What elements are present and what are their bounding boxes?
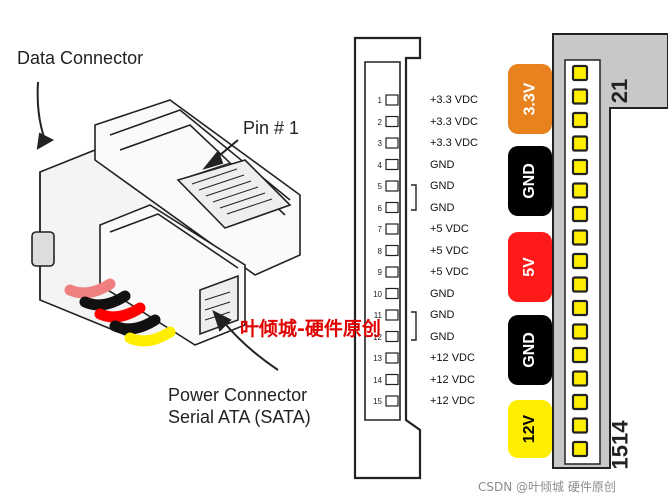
callout-arrows (36, 81, 279, 371)
voltage-badge: 3.3V (508, 64, 552, 134)
pin-label: GND (430, 330, 455, 343)
pin-number: 9 (377, 268, 382, 277)
right-connector-pins (571, 64, 589, 458)
watermark-text: 叶倾城-硬件原创 (240, 318, 381, 340)
connector-pin (571, 323, 589, 340)
voltage-badge-label: 12V (521, 414, 538, 444)
csdn-credit: CSDN @叶倾城 硬件原创 (478, 480, 616, 494)
pin-label: +3.3 VDC (430, 115, 478, 128)
power-wires (64, 278, 176, 347)
data-connector-label: Data Connector (17, 48, 144, 68)
connector-pin (571, 135, 589, 152)
pin-number: 4 (377, 160, 382, 170)
voltage-badge: 12V (508, 400, 552, 458)
pin-number: 8 (377, 246, 382, 256)
pin-box (385, 266, 399, 278)
pin-number: 1 (377, 96, 382, 105)
connector-pin (571, 393, 589, 411)
pin-box (385, 287, 399, 300)
pin-number: 7 (377, 225, 382, 234)
pin1-label: Pin # 1 (243, 118, 300, 138)
pin-number: 10 (373, 289, 382, 299)
pin-box (385, 352, 399, 364)
pin-box (385, 223, 399, 235)
sata-label: Serial ATA (SATA) (168, 407, 311, 427)
power-wire (79, 290, 131, 311)
pin-box (385, 244, 399, 257)
pin-box (385, 201, 399, 214)
pin-number: 11 (373, 311, 382, 320)
connector-pin (571, 276, 589, 293)
pin-label: GND (430, 180, 455, 192)
voltage-badge-label: GND (521, 163, 538, 199)
pin-label: +12 VDC (430, 352, 475, 364)
pin-label: +12 VDC (430, 395, 475, 407)
pin-label: +12 VDC (430, 373, 475, 386)
voltage-badge: GND (508, 146, 552, 216)
connector-pin (571, 346, 589, 364)
bottom-pin-number: 1514 (607, 420, 633, 470)
power-connector-label: Power Connector (168, 385, 308, 405)
top-pin-number-box: 21 (607, 70, 644, 110)
power-wire (64, 278, 116, 299)
pin-label: +5 VDC (430, 223, 469, 235)
connector-pin (571, 252, 589, 270)
top-pin-number: 21 (607, 78, 633, 104)
power-wire (109, 314, 161, 335)
pin-box (385, 115, 399, 128)
voltage-badge: 5V (508, 232, 552, 302)
pin-number: 14 (373, 375, 382, 385)
voltage-badge-label: 3.3V (520, 82, 538, 116)
voltage-badge-label: 5V (520, 257, 538, 277)
pin-label: +5 VDC (430, 244, 469, 257)
pin-box (385, 373, 399, 386)
pin-label: GND (430, 287, 455, 300)
pin-box (385, 180, 399, 192)
pin-label: +3.3 VDC (430, 137, 478, 149)
pin-number: 6 (377, 203, 382, 213)
pin-number: 3 (377, 139, 382, 148)
pin-number: 15 (373, 397, 382, 406)
pin-box (385, 94, 399, 106)
pin-label: +3.3 VDC (430, 94, 478, 106)
bottom-pin-number-box: 1514 (604, 410, 654, 480)
power-wire (94, 302, 146, 323)
pin-number: 2 (377, 117, 382, 127)
connector-pin (571, 299, 589, 317)
connector-pin (571, 229, 589, 246)
pinout-connector-outline (353, 36, 422, 480)
voltage-badge-label: GND (521, 332, 538, 368)
voltage-badge: GND (508, 315, 552, 385)
connector-pin (571, 158, 589, 176)
pin-number: 12 (373, 332, 382, 342)
pin-label: GND (430, 158, 455, 171)
connector-pin (571, 205, 589, 223)
connector-pin (571, 64, 589, 82)
pin-box (385, 395, 399, 407)
connector-pin (571, 111, 589, 129)
pin-number: 5 (377, 182, 382, 191)
pinout-pin-boxes (385, 94, 399, 407)
connector-pin (571, 440, 589, 458)
connector-pin (571, 88, 589, 105)
connector-pin (571, 417, 589, 434)
connector-pin (571, 182, 589, 199)
pin-number: 13 (373, 354, 382, 363)
connector-pin (571, 370, 589, 387)
pin-label: GND (430, 309, 455, 321)
power-wire (124, 326, 176, 347)
pin-box (385, 158, 399, 171)
pin-box (385, 330, 399, 343)
pin-box (385, 137, 399, 149)
pin-box (385, 309, 399, 321)
pin-label: +5 VDC (430, 266, 469, 278)
pin-label: GND (430, 201, 455, 214)
